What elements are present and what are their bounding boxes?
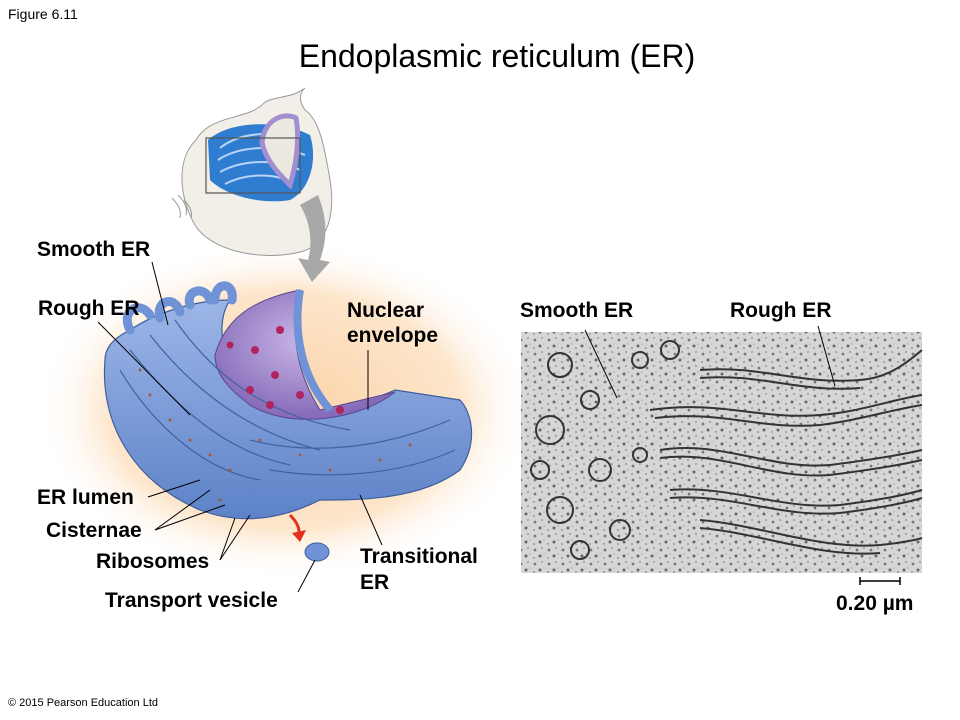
label-rough-er: Rough ER: [38, 297, 140, 320]
zoom-arrow: [298, 195, 330, 282]
copyright: © 2015 Pearson Education Ltd: [8, 697, 158, 709]
label-transitional-er-2: ER: [360, 571, 390, 594]
er-stack-illustration: [103, 281, 473, 562]
label-smooth-er: Smooth ER: [37, 238, 151, 261]
transport-vesicle-shape: [304, 542, 330, 562]
label-nuclear-envelope-2: envelope: [347, 324, 439, 347]
label-transport-vesicle: Transport vesicle: [105, 589, 278, 612]
er-micrograph: [521, 325, 923, 573]
label-nuclear-envelope-1: Nuclear: [347, 299, 425, 322]
cell-overview-sketch: [171, 87, 333, 257]
scale-bar-label: 0.20 µm: [836, 592, 914, 615]
page-title: Endoplasmic reticulum (ER): [298, 38, 696, 74]
scale-bar: [859, 577, 901, 585]
label-transitional-er-1: Transitional: [360, 545, 478, 568]
figure-label: Figure 6.11: [8, 6, 78, 22]
label-er-lumen: ER lumen: [37, 486, 134, 509]
leader-lines: [97, 261, 383, 593]
micrograph-label-rough-er: Rough ER: [730, 299, 832, 322]
micrograph-label-smooth-er: Smooth ER: [520, 299, 634, 322]
label-ribosomes: Ribosomes: [96, 550, 210, 573]
label-cisternae: Cisternae: [46, 519, 142, 542]
